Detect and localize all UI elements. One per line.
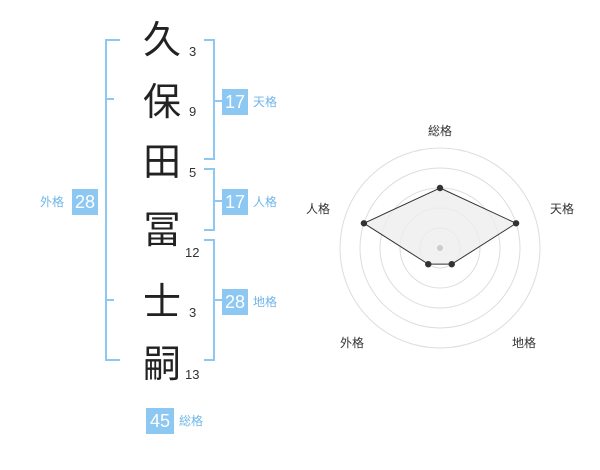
radar-ring-4 — [359, 167, 521, 329]
radar-axis-label-4: 人格 — [305, 202, 330, 216]
radar-axis-label-2: 地格 — [511, 336, 536, 350]
name-char-6: 嗣 — [142, 342, 181, 386]
radar-axis-label-0: 総格 — [427, 124, 452, 138]
radar-center-dot — [437, 245, 443, 251]
stroke-count-2: 9 — [189, 104, 197, 119]
name-char-5: 士 — [142, 280, 181, 324]
name-char-3: 田 — [142, 140, 181, 184]
jinkaku-label: 人格 — [253, 195, 278, 209]
jinkaku-value-badge: 17 — [222, 189, 248, 215]
chikaku-label: 地格 — [253, 295, 278, 309]
stroke-count-6: 13 — [185, 367, 200, 382]
radar-point-0 — [436, 184, 444, 192]
name-char-2: 保 — [142, 80, 181, 124]
radar-axis-label-1: 天格 — [549, 202, 574, 216]
stroke-count-5: 3 — [189, 305, 197, 320]
radar-point-4 — [360, 220, 368, 227]
gaikaku-value-badge: 28 — [72, 189, 98, 215]
radar-point-2 — [448, 260, 455, 268]
stroke-count-4: 12 — [185, 245, 200, 260]
name-char-1: 久 — [142, 18, 181, 62]
radar-series-area — [362, 187, 518, 265]
radar-point-1 — [512, 220, 520, 227]
chikaku-value-badge: 28 — [222, 289, 248, 315]
radar-ring-5 — [339, 147, 541, 349]
tenkaku-bracket — [204, 39, 215, 160]
stroke-count-3: 5 — [189, 165, 197, 180]
jinkaku-bracket — [204, 168, 215, 231]
name-char-4: 冨 — [142, 208, 181, 252]
stroke-count-1: 3 — [189, 44, 197, 59]
soukaku-label: 総格 — [179, 414, 204, 428]
gaikaku-bracket — [105, 39, 120, 361]
radar-axis-label-3: 外格 — [339, 336, 364, 350]
tenkaku-value-badge: 17 — [222, 89, 248, 115]
gaikaku-label: 外格 — [40, 195, 65, 209]
soukaku-value-badge: 45 — [146, 408, 174, 434]
radar-point-3 — [425, 260, 432, 268]
tenkaku-label: 天格 — [253, 95, 278, 109]
